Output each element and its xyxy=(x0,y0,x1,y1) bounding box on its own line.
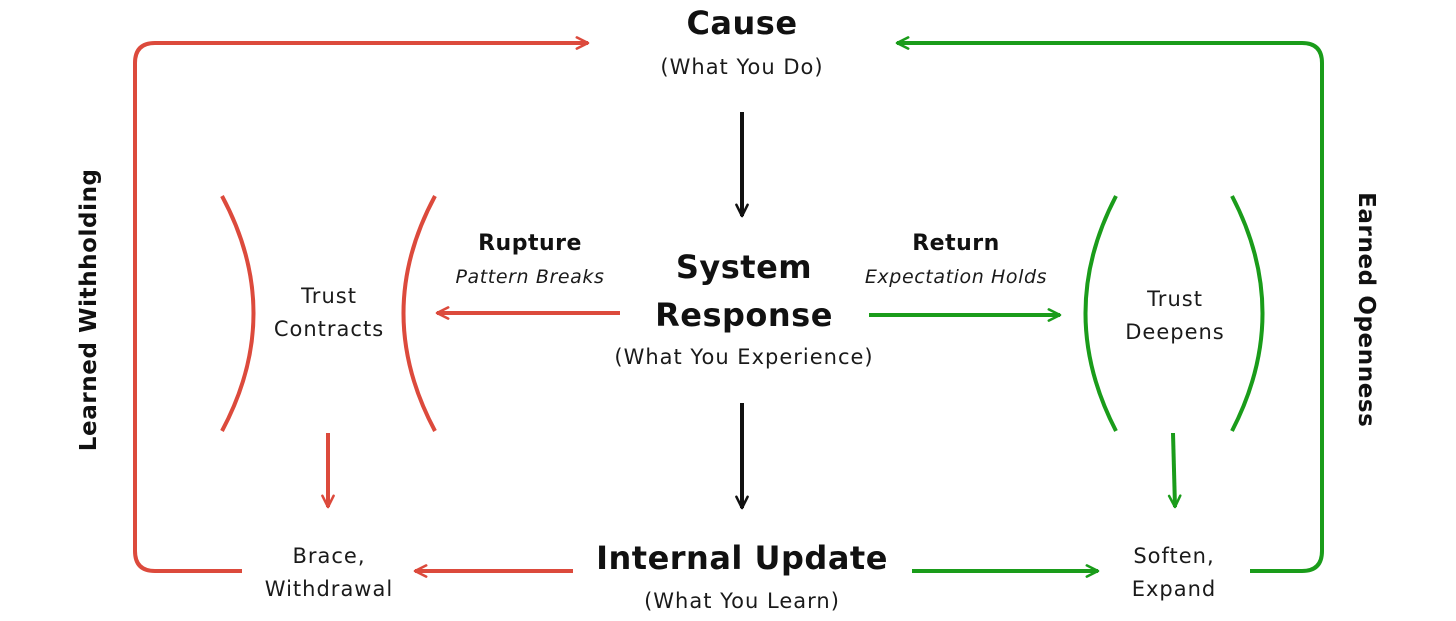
update-subtitle: (What You Learn) xyxy=(644,589,840,613)
contract-arc-left xyxy=(220,195,256,432)
trust-contracts-line1: Trust xyxy=(301,284,357,308)
expand-arc-left xyxy=(1083,195,1118,432)
deepens-to-soften-arrow xyxy=(1167,432,1182,509)
rupture-label: Rupture xyxy=(478,231,582,256)
earned-openness-loop xyxy=(895,36,1324,573)
earned-openness-label: Earned Openness xyxy=(1352,192,1379,428)
return-label: Return xyxy=(912,231,1000,256)
rupture-sublabel: Pattern Breaks xyxy=(455,266,605,288)
soften-line2: Expand xyxy=(1131,577,1217,601)
brace-line1: Brace, xyxy=(292,544,366,568)
system-title-line2: Response xyxy=(655,296,833,334)
cause-subtitle: (What You Do) xyxy=(660,55,824,79)
learned-withholding-loop xyxy=(133,36,590,573)
trust-deepens-line1: Trust xyxy=(1147,287,1203,311)
cause-title: Cause xyxy=(686,4,798,42)
trust-contracts-line2: Contracts xyxy=(273,317,385,341)
contract-arc-right xyxy=(401,195,437,432)
learned-withholding-label: Learned Withholding xyxy=(76,168,103,452)
soften-line1: Soften, xyxy=(1133,544,1215,568)
system-title-line1: System xyxy=(675,248,813,286)
update-title: Internal Update xyxy=(596,539,888,577)
system-subtitle: (What You Experience) xyxy=(614,345,874,369)
expand-arc-right xyxy=(1230,195,1265,432)
return-sublabel: Expectation Holds xyxy=(864,266,1048,288)
brace-line2: Withdrawal xyxy=(264,577,394,601)
trust-deepens-line2: Deepens xyxy=(1125,320,1225,344)
